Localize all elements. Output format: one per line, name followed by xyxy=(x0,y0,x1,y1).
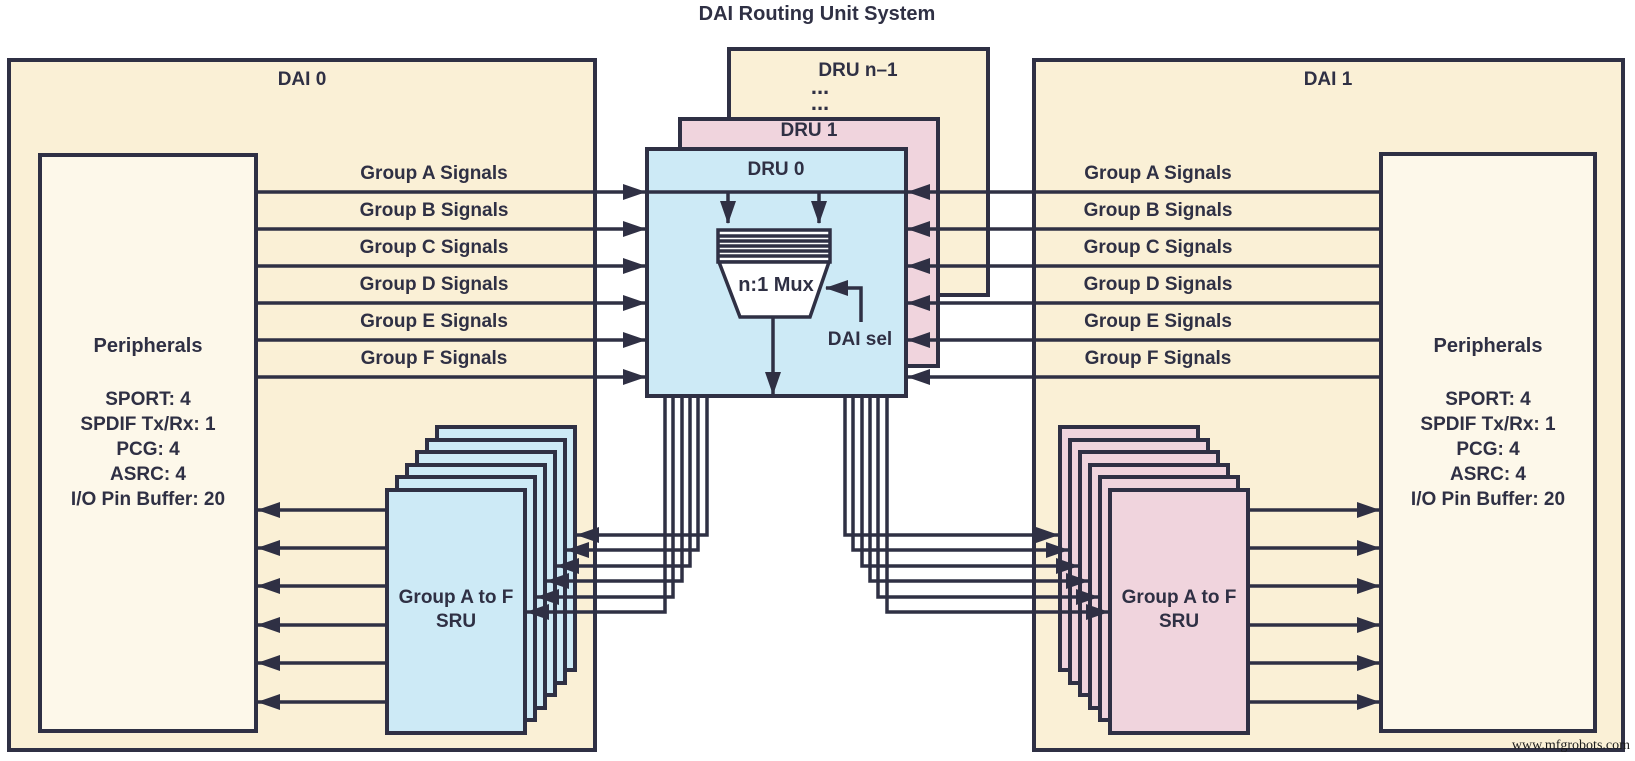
dai-sel-label: DAI sel xyxy=(827,329,893,350)
peripheral-item: PCG: 4 xyxy=(1456,439,1520,460)
dai0-peripherals-box xyxy=(38,153,258,733)
dai1-label: DAI 1 xyxy=(1303,69,1353,90)
dai1-signal-label: Group F Signals xyxy=(1084,348,1232,369)
dai0-signal-label: Group B Signals xyxy=(359,200,509,221)
peripheral-item: ASRC: 4 xyxy=(1449,464,1526,485)
peripheral-item: SPORT: 4 xyxy=(1445,389,1531,410)
dai1-signal-label: Group B Signals xyxy=(1083,200,1233,221)
dru-ellipsis: ... xyxy=(810,90,830,115)
dru0-box xyxy=(645,147,908,398)
dai1-peripherals-title: Peripherals xyxy=(1433,335,1543,357)
dai0-signal-label: Group A Signals xyxy=(360,163,508,184)
peripheral-item: SPDIF Tx/Rx: 1 xyxy=(80,414,216,435)
dai0-label: DAI 0 xyxy=(277,69,327,90)
dai1-signal-label: Group E Signals xyxy=(1084,311,1232,332)
dru0-label: DRU 0 xyxy=(747,159,805,180)
dru-n-label: DRU n–1 xyxy=(818,60,898,81)
dai0-peripherals-title: Peripherals xyxy=(93,335,203,357)
dai1-sru-front-box xyxy=(1108,488,1250,735)
sru-label-line: Group A to F xyxy=(1121,587,1237,608)
watermark: www.mfgrobots.com xyxy=(1511,738,1630,753)
dai0-signal-label: Group E Signals xyxy=(360,311,508,332)
dru1-label: DRU 1 xyxy=(780,120,838,141)
dai0-sru-label: Group A to F SRU xyxy=(385,586,527,634)
peripheral-item: I/O Pin Buffer: 20 xyxy=(1410,489,1566,510)
dai0-signal-label: Group D Signals xyxy=(359,274,509,295)
dai0-peripherals-list: SPORT: 4 SPDIF Tx/Rx: 1 PCG: 4 ASRC: 4 I… xyxy=(38,387,258,512)
dai1-signal-label: Group C Signals xyxy=(1083,237,1233,258)
peripheral-item: SPORT: 4 xyxy=(105,389,191,410)
dai0-sru-front-box xyxy=(385,488,527,735)
dai1-signal-label: Group A Signals xyxy=(1084,163,1232,184)
sru-label-line: SRU xyxy=(435,611,477,632)
dai1-peripherals-box xyxy=(1379,152,1597,733)
diagram-title: DAI Routing Unit System xyxy=(698,3,936,25)
dai1-sru-label: Group A to F SRU xyxy=(1108,586,1250,634)
dai0-signal-label: Group C Signals xyxy=(359,237,509,258)
mux-label: n:1 Mux xyxy=(738,274,814,296)
dai1-peripherals-list: SPORT: 4 SPDIF Tx/Rx: 1 PCG: 4 ASRC: 4 I… xyxy=(1379,387,1597,512)
dai0-signal-label: Group F Signals xyxy=(360,348,508,369)
peripheral-item: I/O Pin Buffer: 20 xyxy=(70,489,226,510)
sru-label-line: SRU xyxy=(1158,611,1200,632)
peripheral-item: SPDIF Tx/Rx: 1 xyxy=(1420,414,1556,435)
dai1-signal-label: Group D Signals xyxy=(1083,274,1233,295)
sru-label-line: Group A to F xyxy=(398,587,514,608)
peripheral-item: PCG: 4 xyxy=(116,439,180,460)
peripheral-item: ASRC: 4 xyxy=(109,464,186,485)
